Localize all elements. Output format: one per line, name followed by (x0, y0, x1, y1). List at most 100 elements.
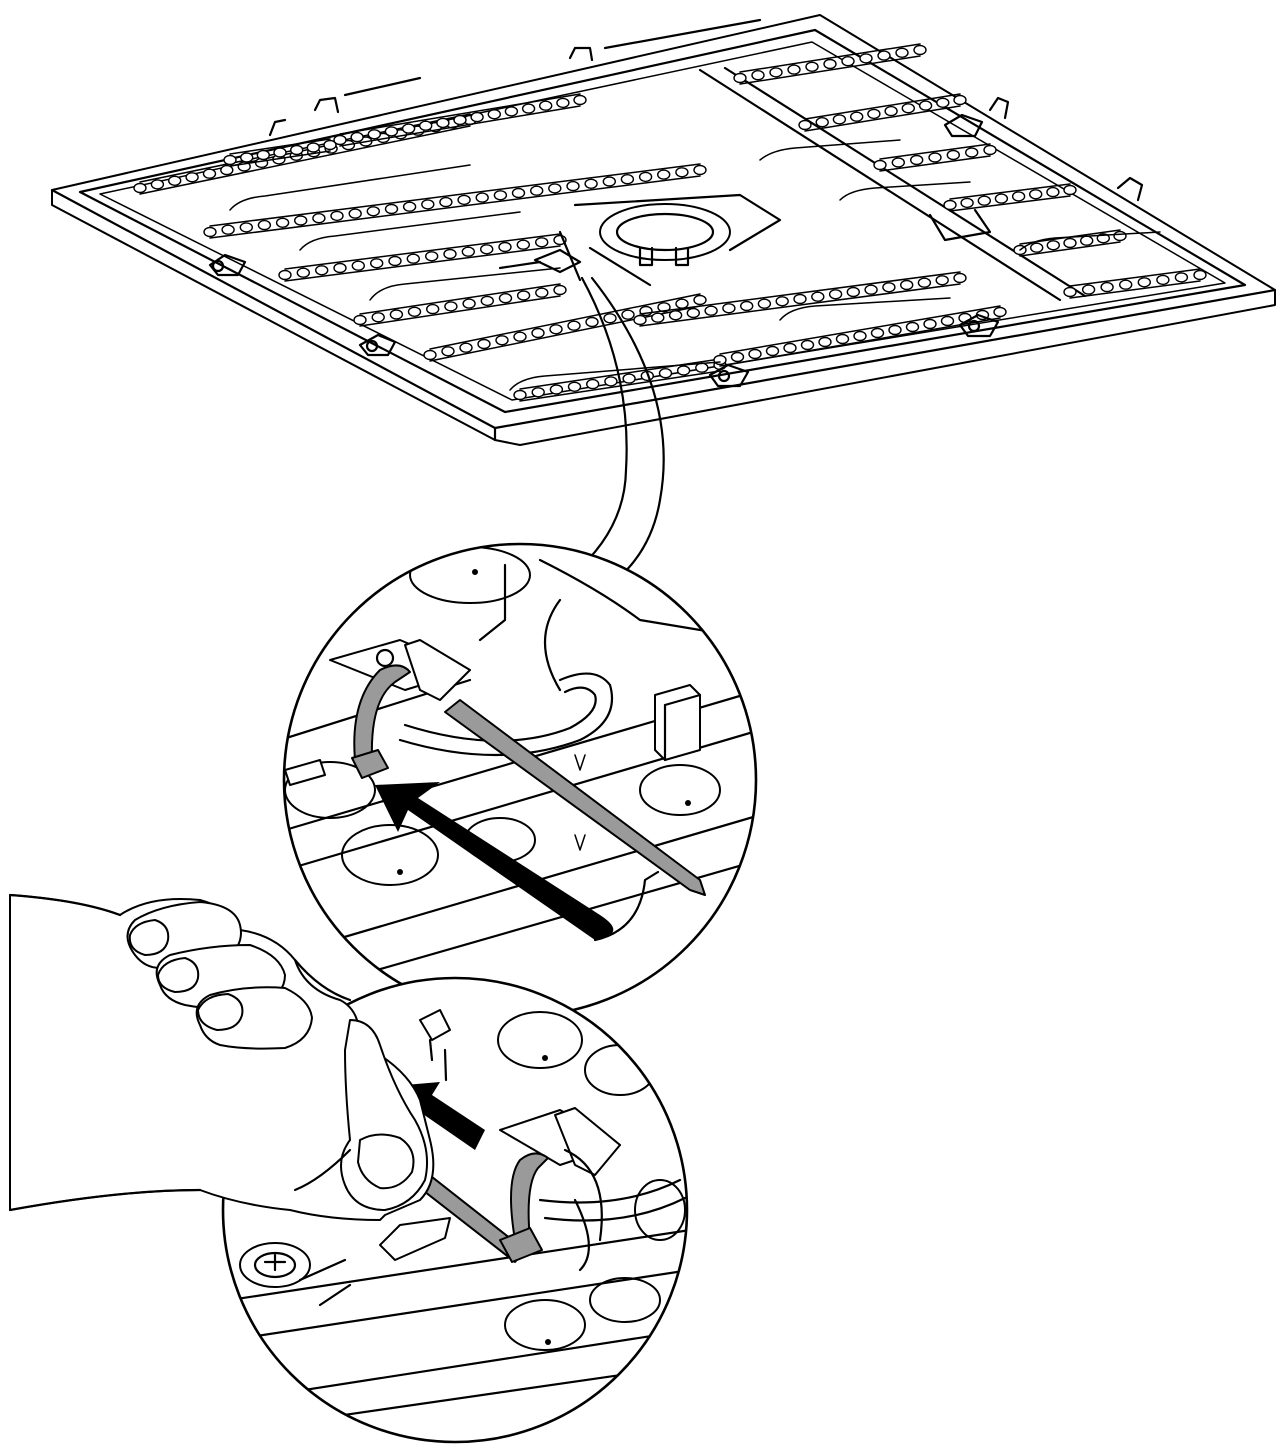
led-bead (1046, 186, 1060, 198)
led-bead (901, 103, 915, 114)
led-bead (913, 44, 927, 56)
led-bead (567, 381, 582, 392)
led-bead (695, 362, 709, 373)
led-bead (1063, 237, 1077, 249)
led-bead (150, 179, 165, 190)
led-bead (953, 94, 967, 106)
led-bead (553, 284, 567, 296)
led-bead (877, 50, 891, 61)
led-bead (535, 237, 549, 248)
led-bead (1193, 269, 1207, 281)
led-bead (823, 58, 837, 70)
led-bead (223, 154, 237, 166)
led-bead (203, 226, 217, 238)
led-bead (1046, 240, 1061, 251)
led-bead (426, 303, 440, 315)
led-bead (604, 376, 618, 387)
led-bead (436, 117, 450, 129)
led-bead (1100, 281, 1114, 293)
led-bead (657, 169, 671, 180)
led-bead (884, 105, 898, 117)
led-bead (333, 262, 347, 274)
led-bead (769, 67, 783, 78)
led-bead (638, 171, 653, 183)
led-bead (832, 114, 847, 125)
led-bead (239, 222, 254, 233)
led-bead (1174, 272, 1189, 283)
led-bead (895, 47, 909, 58)
led-bead (401, 123, 416, 134)
led-bead (1118, 279, 1133, 290)
led-bead (1113, 230, 1127, 242)
led-bead (800, 339, 815, 351)
led-bead (480, 244, 494, 255)
led-bead (1028, 189, 1043, 200)
led-bead (539, 100, 553, 111)
ceiling-light-panel (50, 14, 1277, 446)
led-bead (905, 321, 920, 333)
led-bead (530, 185, 544, 196)
led-bead (504, 106, 519, 117)
led-bead (910, 154, 924, 166)
led-bead (477, 338, 491, 350)
led-bead (323, 139, 337, 151)
led-bead (1063, 184, 1077, 196)
led-bead (853, 330, 867, 342)
led-bead (873, 159, 887, 171)
led-bead (312, 212, 326, 224)
led-bead (765, 345, 780, 357)
led-bead (461, 246, 475, 257)
led-bead (167, 175, 182, 187)
led-bead (470, 111, 484, 123)
led-bead (675, 298, 689, 309)
led-bead (923, 318, 937, 330)
callout-connector (570, 276, 628, 577)
led-bead (993, 306, 1007, 318)
led-bead (676, 365, 691, 376)
led-bead (535, 287, 549, 298)
led-bead (498, 241, 512, 253)
led-bead (620, 173, 635, 185)
led-bead (1081, 284, 1096, 295)
led-bead (846, 286, 860, 298)
led-bead (977, 195, 991, 206)
led-bead (439, 196, 453, 208)
led-bead (441, 346, 455, 357)
led-bead (421, 199, 435, 210)
led-bead (402, 201, 417, 212)
led-bead (548, 183, 562, 194)
led-bead (928, 152, 942, 163)
led-bead (521, 103, 536, 114)
led-bead (658, 368, 673, 379)
led-bead (917, 277, 932, 288)
led-bead (457, 194, 471, 206)
led-bead (733, 72, 747, 84)
led-bead (693, 164, 707, 176)
led-bead (275, 217, 290, 229)
led-bead (273, 147, 287, 158)
led-bead (370, 258, 384, 269)
led-bead (513, 389, 527, 401)
led-bead (351, 260, 365, 271)
led-bead (918, 100, 933, 111)
led-bead (406, 253, 420, 264)
led-bead (787, 64, 801, 75)
led-bead (1137, 277, 1152, 288)
led-bead (882, 282, 896, 293)
led-bead (602, 176, 616, 187)
led-bead (567, 320, 581, 331)
led-bead (549, 384, 564, 395)
led-bead (498, 293, 513, 304)
led-bead (239, 152, 254, 163)
led-bead (586, 378, 600, 390)
led-bead (384, 126, 399, 137)
led-bead (294, 215, 308, 226)
led-bead (1156, 274, 1170, 286)
led-bead (487, 109, 501, 120)
led-bead (891, 157, 905, 168)
led-bead (730, 351, 745, 363)
led-bead (740, 300, 754, 312)
led-bead (549, 324, 563, 335)
led-bead (775, 296, 789, 307)
led-bead (516, 239, 530, 250)
